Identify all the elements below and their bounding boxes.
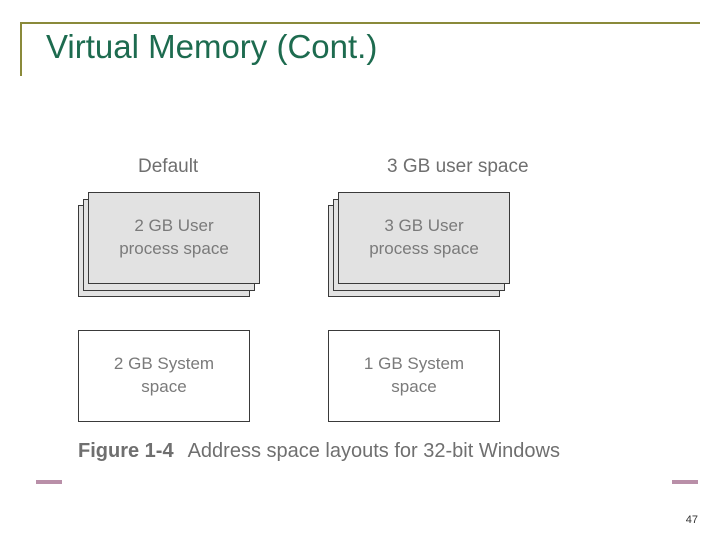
system-box-text-3gb: 1 GB System space — [364, 353, 464, 399]
title-left-rule — [20, 22, 22, 76]
process-box-line2-default: process space — [119, 239, 229, 258]
figure-address-space-layouts: Default 3 GB user space 2 GB User proces… — [60, 140, 670, 480]
figure-caption-number: Figure 1-4 — [78, 440, 174, 462]
column-label-default: Default — [138, 156, 199, 177]
process-box-line1-3gb: 3 GB User — [384, 216, 464, 236]
page-title: Virtual Memory (Cont.) — [46, 28, 378, 65]
system-box-line1-default: 2 GB System — [113, 354, 215, 374]
stack-3gb-process-space: 3 GB User process space — [328, 192, 510, 297]
process-box-line2-3gb: process space — [369, 239, 479, 258]
bottom-dash-right — [672, 480, 698, 484]
page-number: 47 — [685, 514, 698, 526]
stack-sheet-front: 2 GB User process space — [88, 192, 260, 284]
system-box-line2-default: space — [141, 377, 187, 396]
system-box-text-default: 2 GB System space — [114, 353, 214, 399]
system-space-box-default: 2 GB System space — [78, 330, 250, 422]
stack-sheet-front: 3 GB User process space — [338, 192, 510, 284]
system-box-line1-3gb: 1 GB System — [363, 354, 465, 374]
figure-caption-text: Address space layouts for 32-bit Windows — [187, 440, 560, 462]
column-label-3gb-user-space: 3 GB user space — [387, 156, 529, 177]
system-box-line2-3gb: space — [391, 377, 437, 396]
system-space-box-3gb: 1 GB System space — [328, 330, 500, 422]
process-box-text-default: 2 GB User process space — [119, 215, 229, 261]
bottom-dash-left — [36, 480, 62, 484]
figure-caption: Figure 1-4 Address space layouts for 32-b… — [78, 440, 560, 463]
process-box-text-3gb: 3 GB User process space — [369, 215, 479, 261]
title-top-rule — [20, 22, 700, 24]
stack-default-process-space: 2 GB User process space — [78, 192, 260, 297]
process-box-line1-default: 2 GB User — [134, 216, 214, 236]
